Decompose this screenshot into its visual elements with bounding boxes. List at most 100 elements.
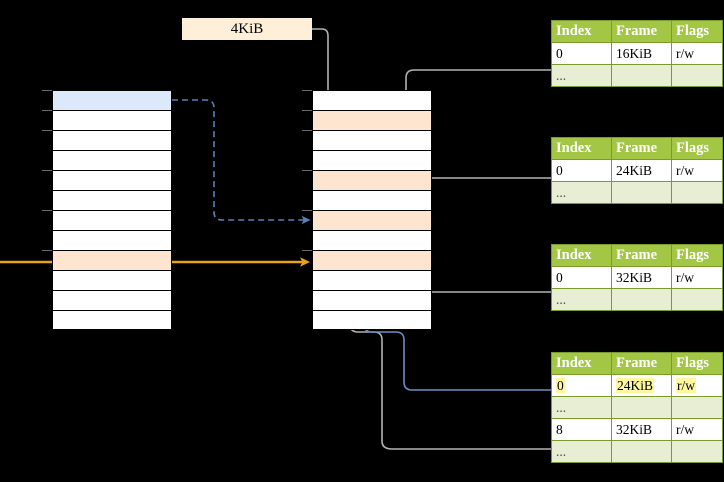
physical-frame-row-5: [312, 190, 432, 210]
virtual-page-row-4: [52, 170, 172, 190]
physical-frame-tick-2: [302, 130, 312, 131]
table-cell: [671, 288, 723, 311]
table-cell: ...: [551, 288, 612, 311]
table-cell: ...: [551, 64, 612, 87]
table-row: ...: [551, 181, 723, 204]
table-cell: r/w: [671, 418, 723, 441]
virtual-page-row-9: [52, 270, 172, 290]
table-cell: [671, 64, 723, 87]
virtual-page-row-10: [52, 290, 172, 310]
physical-frame-tick-4: [302, 170, 312, 171]
virtual-page-tick-8: [42, 250, 52, 251]
table-cell: 0: [551, 374, 612, 397]
column-header-frame: Frame: [611, 20, 672, 43]
virtual-page-row-7: [52, 230, 172, 250]
physical-frame-row-0: [312, 90, 432, 110]
table-cell: ...: [551, 181, 612, 204]
physical-frame-row-10: [312, 290, 432, 310]
table-cell: r/w: [671, 159, 723, 182]
physical-frame-row-4: [312, 170, 432, 190]
virtual-page-tick-4: [42, 170, 52, 171]
physical-frame-tick-6: [302, 210, 312, 211]
column-header-index: Index: [551, 352, 612, 375]
table-cell: r/w: [671, 374, 723, 397]
physical-frame-tick-8: [302, 250, 312, 251]
table-cell: [671, 181, 723, 204]
table-cell: 0: [551, 42, 612, 65]
page-size-text: 4KiB: [230, 20, 264, 37]
physical-frame-row-6: [312, 210, 432, 230]
physical-memory-stack: [312, 90, 432, 330]
table-row: ...: [551, 440, 723, 463]
table-cell: [671, 440, 723, 463]
physical-frame-row-9: [312, 270, 432, 290]
table-cell: r/w: [671, 42, 723, 65]
table-cell: 8: [551, 418, 612, 441]
table-cell: [671, 396, 723, 419]
table-cell: 32KiB: [611, 418, 672, 441]
table-cell: [611, 440, 672, 463]
highlight-mark: 24KiB: [616, 377, 655, 393]
table-cell: 0: [551, 266, 612, 289]
virtual-page-tick-2: [42, 130, 52, 131]
table-cell: [611, 181, 672, 204]
page-size-label: 4KiB: [182, 18, 312, 40]
column-header-flags: Flags: [671, 352, 723, 375]
column-header-index: Index: [551, 244, 612, 267]
table-cell: ...: [551, 396, 612, 419]
table-cell: 24KiB: [611, 159, 672, 182]
table-cell: [611, 396, 672, 419]
column-header-index: Index: [551, 20, 612, 43]
column-header-flags: Flags: [671, 20, 723, 43]
virtual-page-row-3: [52, 150, 172, 170]
column-header-frame: Frame: [611, 352, 672, 375]
column-header-index: Index: [551, 137, 612, 160]
virtual-address-space-stack: [52, 90, 172, 330]
physical-frame-tick-1: [302, 110, 312, 111]
table-cell: [611, 288, 672, 311]
virtual-page-row-0: [52, 90, 172, 110]
physical-frame-tick-0: [302, 90, 312, 91]
virtual-page-row-2: [52, 130, 172, 150]
column-header-flags: Flags: [671, 244, 723, 267]
table-row: ...: [551, 288, 723, 311]
physical-frame-row-11: [312, 310, 432, 330]
physical-frame-row-3: [312, 150, 432, 170]
physical-frame-row-8: [312, 250, 432, 270]
table-cell: 16KiB: [611, 42, 672, 65]
virtual-page-row-1: [52, 110, 172, 130]
table-row: ...: [551, 64, 723, 87]
table-cell: 32KiB: [611, 266, 672, 289]
column-header-frame: Frame: [611, 137, 672, 160]
virtual-page-row-5: [52, 190, 172, 210]
table-cell: 0: [551, 159, 612, 182]
column-header-flags: Flags: [671, 137, 723, 160]
highlight-mark: r/w: [676, 377, 696, 393]
physical-frame-row-2: [312, 130, 432, 150]
table-row: ...: [551, 396, 723, 419]
column-header-frame: Frame: [611, 244, 672, 267]
virtual-page-row-11: [52, 310, 172, 330]
virtual-page-tick-0: [42, 90, 52, 91]
virtual-page-row-6: [52, 210, 172, 230]
virtual-page-tick-1: [42, 110, 52, 111]
virtual-page-row-8: [52, 250, 172, 270]
table-cell: ...: [551, 440, 612, 463]
physical-frame-row-1: [312, 110, 432, 130]
virtual-page-tick-6: [42, 210, 52, 211]
physical-frame-row-7: [312, 230, 432, 250]
